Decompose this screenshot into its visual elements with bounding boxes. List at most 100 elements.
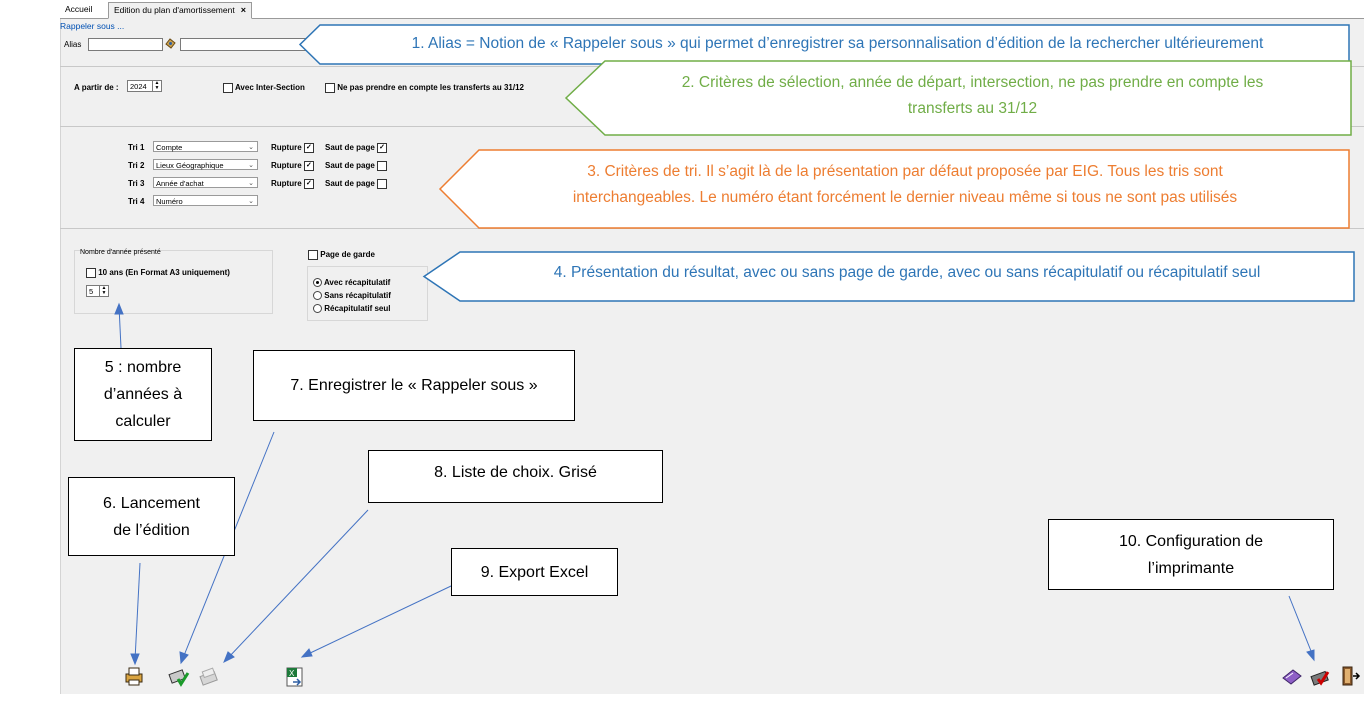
sort-1-value: Compte xyxy=(156,143,183,152)
excel-export-icon[interactable]: X xyxy=(284,666,306,688)
rupture-label: Rupture xyxy=(271,161,302,171)
page-break-label: Saut de page xyxy=(325,161,375,171)
sort-2-rupture[interactable]: Rupture ✓ xyxy=(271,161,314,171)
arrow-6 xyxy=(134,562,141,661)
cover-page-checkbox[interactable] xyxy=(308,250,318,260)
chevron-down-icon: ⌄ xyxy=(248,198,254,205)
start-year-label: A partir de : xyxy=(74,83,119,92)
print-icon[interactable] xyxy=(123,665,145,687)
summary-label: Avec récapitulatif xyxy=(323,278,391,287)
callout-4-shape xyxy=(422,251,1355,302)
intersection-checkbox[interactable] xyxy=(223,83,233,93)
sort-2-select[interactable]: Lieux Géographique ⌄ xyxy=(153,159,258,170)
callout-7-text: 7. Enregistrer le « Rappeler sous » xyxy=(290,377,538,394)
ten-years-label: 10 ans (En Format A3 uniquement) xyxy=(98,268,230,278)
printer-config-icon[interactable] xyxy=(1309,665,1331,687)
summary-group xyxy=(307,266,428,321)
cover-page-label: Page de garde xyxy=(320,250,375,260)
arrow-9 xyxy=(305,576,471,656)
summary-radio[interactable] xyxy=(313,291,322,301)
sort-1-rupture[interactable]: Rupture ✓ xyxy=(271,143,314,153)
save-alias-icon[interactable] xyxy=(168,665,190,687)
page-break-checkbox[interactable]: ✓ xyxy=(377,143,388,153)
alias-input[interactable] xyxy=(88,38,163,51)
tab-bar xyxy=(60,0,1364,19)
arrow-10 xyxy=(1288,595,1314,657)
ten-years-option[interactable]: 10 ans (En Format A3 uniquement) xyxy=(86,268,230,278)
sort-2-value: Lieux Géographique xyxy=(156,161,224,170)
callout-2-text: 2. Critères de sélection, année de dépar… xyxy=(600,70,1345,122)
callout-5-line: 5 : nombre xyxy=(104,359,182,376)
tab-label: Edition du plan d'amortissement xyxy=(114,5,235,15)
ten-years-checkbox[interactable] xyxy=(86,268,96,278)
sort-1-page-break[interactable]: Saut de page ✓ xyxy=(325,143,388,153)
sort-2-page-break[interactable]: Saut de page xyxy=(325,161,388,171)
alias-lookup-icon[interactable] xyxy=(164,37,177,50)
page-break-label: Saut de page xyxy=(325,179,375,189)
transfers-label: Ne pas prendre en compte les transferts … xyxy=(337,83,524,93)
years-group xyxy=(74,250,273,314)
summary-radio[interactable] xyxy=(313,304,322,314)
choice-list-icon[interactable] xyxy=(198,666,220,688)
sort-1-label: Tri 1 xyxy=(128,143,145,152)
callout-2-shape xyxy=(564,60,1352,136)
years-count-value: 5 xyxy=(89,287,94,296)
intersection-option[interactable]: Avec Inter-Section xyxy=(223,83,305,93)
sort-3-select[interactable]: Année d'achat⌄ xyxy=(153,177,258,188)
rupture-checkbox[interactable]: ✓ xyxy=(303,179,314,189)
start-year-value: 2024 xyxy=(130,82,147,91)
callout-5-line: calculer xyxy=(115,413,171,430)
rupture-checkbox[interactable]: ✓ xyxy=(303,161,314,171)
rupture-label: Rupture xyxy=(271,143,302,153)
callout-9-text: 9. Export Excel xyxy=(480,563,589,581)
sort-2-label: Tri 2 xyxy=(128,161,145,170)
callout-7-box: 7. Enregistrer le « Rappeler sous » xyxy=(253,350,575,421)
spinner-arrows-icon[interactable]: ▲▼ xyxy=(152,81,161,91)
callout-3-line: 3. Critères de tri. Il s’agit là de la p… xyxy=(587,163,1223,180)
rupture-label: Rupture xyxy=(271,179,302,189)
callout-8-text: 8. Liste de choix. Grisé xyxy=(434,464,597,481)
summary-option-only[interactable]: Récapitulatif seul xyxy=(313,304,391,314)
callout-3-shape xyxy=(438,149,1350,229)
sort-3-page-break[interactable]: Saut de page xyxy=(325,179,388,189)
chevron-down-icon: ⌄ xyxy=(248,162,254,169)
years-group-label: Nombre d'année présenté xyxy=(80,249,161,256)
callout-6-box: 6. Lancement de l’édition xyxy=(68,477,235,556)
transfers-checkbox[interactable] xyxy=(325,83,335,93)
arrow-8 xyxy=(227,509,369,659)
callout-6-line: 6. Lancement xyxy=(103,494,200,512)
summary-option-with[interactable]: Avec récapitulatif xyxy=(313,278,391,288)
chevron-down-icon: ⌄ xyxy=(248,180,254,187)
callout-2-line: transferts au 31/12 xyxy=(907,100,1038,117)
page-break-checkbox[interactable] xyxy=(377,179,388,189)
sort-4-select[interactable]: Numéro ⌄ xyxy=(153,195,258,206)
page-break-checkbox[interactable] xyxy=(377,161,388,171)
close-icon[interactable]: × xyxy=(240,5,246,15)
years-count-spinner[interactable]: 5 ▲▼ xyxy=(86,285,109,297)
callout-2-line: 2. Critères de sélection, année de dépar… xyxy=(681,74,1264,91)
rupture-checkbox[interactable]: ✓ xyxy=(303,143,314,153)
callout-6-line: de l’édition xyxy=(113,521,190,539)
summary-label: Sans récapitulatif xyxy=(324,291,391,300)
edit-icon[interactable] xyxy=(1281,666,1303,688)
summary-option-without[interactable]: Sans récapitulatif xyxy=(313,291,391,301)
sort-4-value: Numéro xyxy=(156,197,183,206)
callout-10-line: 10. Configuration de xyxy=(1118,533,1264,550)
sort-1-select[interactable]: Compte ⌄ xyxy=(153,141,258,152)
exit-icon[interactable] xyxy=(1339,665,1361,687)
svg-text:X: X xyxy=(289,669,295,678)
transfers-option[interactable]: Ne pas prendre en compte les transferts … xyxy=(325,83,524,93)
summary-radio[interactable] xyxy=(313,278,322,288)
chevron-down-icon: ⌄ xyxy=(248,144,254,151)
sort-3-label: Tri 3 xyxy=(128,179,145,188)
tab-accueil[interactable]: Accueil xyxy=(60,2,97,17)
cover-page-option[interactable]: Page de garde xyxy=(308,250,375,260)
alias-label: Alias xyxy=(64,40,82,49)
tab-edition-plan[interactable]: Edition du plan d'amortissement × xyxy=(108,2,252,19)
start-year-spinner[interactable]: 2024 ▲▼ xyxy=(127,80,162,92)
summary-label: Récapitulatif seul xyxy=(324,304,391,313)
sort-3-rupture[interactable]: Rupture ✓ xyxy=(271,179,314,189)
callout-10-line: l’imprimante xyxy=(1147,560,1235,577)
spinner-arrows-icon[interactable]: ▲▼ xyxy=(99,286,108,296)
